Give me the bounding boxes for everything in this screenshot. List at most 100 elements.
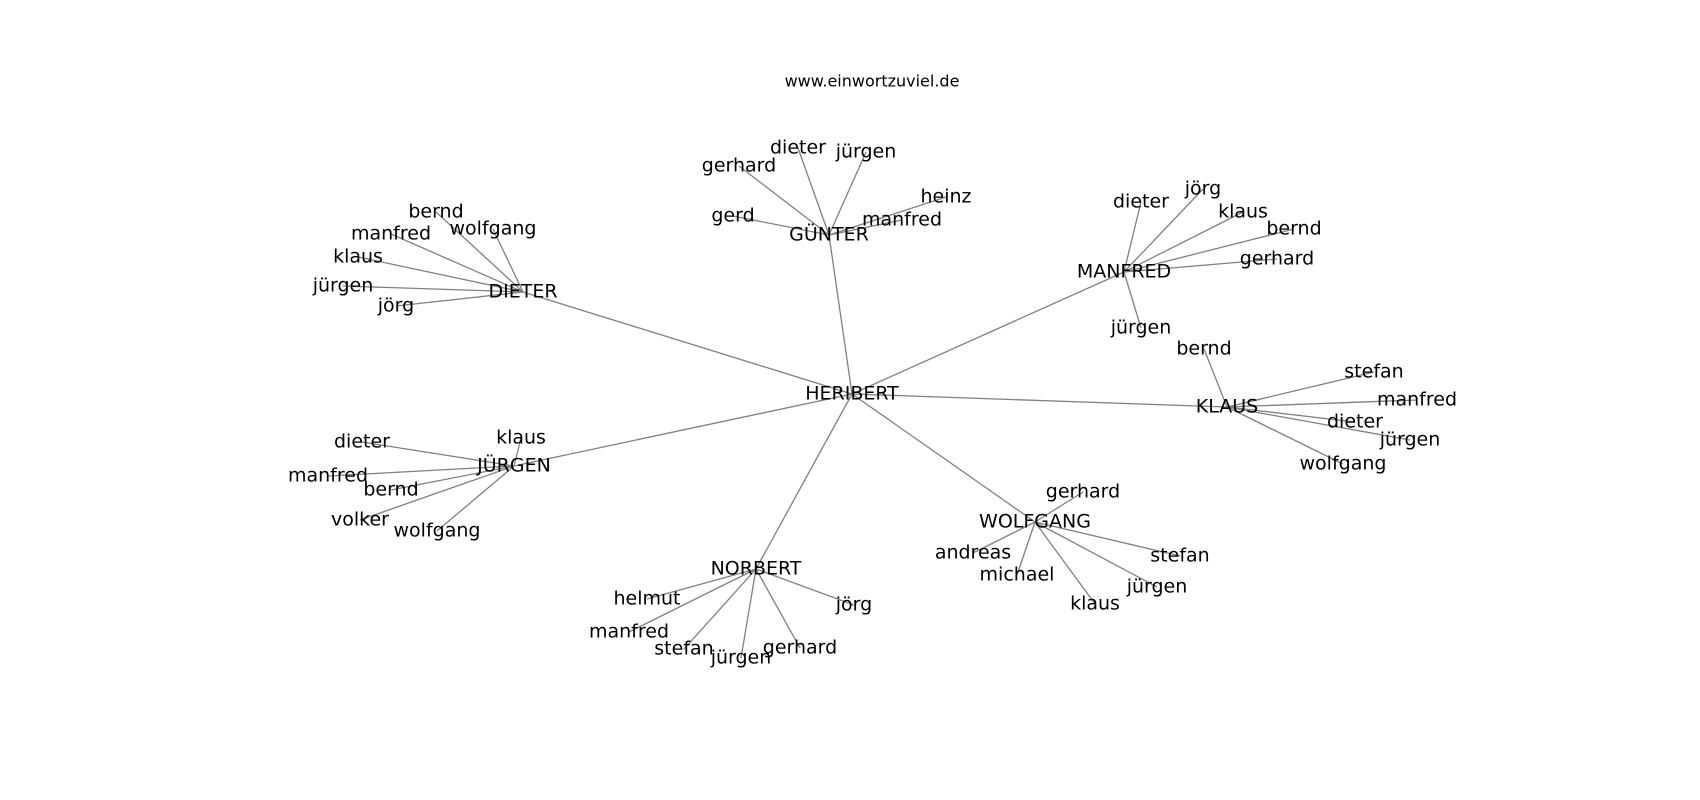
leaf-node-guenter-manfred: manfred xyxy=(862,209,942,231)
edge-wolfgang-juergen xyxy=(1034,521,1158,588)
leaf-node-wolfgang-klaus: klaus xyxy=(1070,593,1120,615)
leaf-node-guenter-gerhard: gerhard xyxy=(702,155,776,177)
edge-juergen-dieter xyxy=(361,441,515,467)
edge-root-manfred xyxy=(851,271,1125,395)
leaf-node-manfred-dieter: dieter xyxy=(1113,191,1169,213)
leaf-node-guenter-dieter: dieter xyxy=(770,137,826,159)
leaf-node-klaus-bernd: bernd xyxy=(1176,338,1231,360)
edge-norbert-stefan xyxy=(683,568,757,650)
edge-root-juergen xyxy=(513,393,853,467)
leaf-node-juergen-manfred: manfred xyxy=(288,465,368,487)
edge-klaus-juergen xyxy=(1226,406,1411,441)
edge-guenter-gerhard xyxy=(738,165,830,236)
edge-dieter-manfred xyxy=(390,233,524,293)
leaf-node-manfred-joerg: jörg xyxy=(1184,178,1221,200)
root-node-heribert: HERIBERT xyxy=(805,383,899,405)
edge-dieter-juergen xyxy=(342,285,524,293)
edge-guenter-heinz xyxy=(828,196,947,236)
edge-klaus-dieter xyxy=(1226,406,1356,423)
leaf-node-klaus-juergen: jürgen xyxy=(1379,429,1441,451)
leaf-node-wolfgang-andreas: andreas xyxy=(935,542,1011,564)
edge-klaus-manfred xyxy=(1226,399,1418,408)
edge-wolfgang-klaus xyxy=(1034,521,1096,605)
leaf-node-klaus-manfred: manfred xyxy=(1377,389,1457,411)
edge-dieter-joerg xyxy=(395,291,524,307)
hub-node-juergen: JÜRGEN xyxy=(476,454,551,477)
edge-root-klaus xyxy=(851,393,1228,408)
leaf-node-norbert-helmut: helmut xyxy=(613,588,680,610)
leaf-node-guenter-gerd: gerd xyxy=(711,205,754,227)
edge-klaus-stefan xyxy=(1226,371,1375,408)
edge-wolfgang-gerhard xyxy=(1034,491,1084,523)
edge-wolfgang-andreas xyxy=(972,521,1036,554)
edge-juergen-wolfgang xyxy=(436,465,515,532)
website-caption: www.einwortzuviel.de xyxy=(785,72,960,91)
hub-node-norbert: NORBERT xyxy=(711,558,802,580)
edge-guenter-dieter xyxy=(797,147,830,236)
leaf-node-norbert-joerg: jörg xyxy=(835,594,872,616)
edge-manfred-gerhard xyxy=(1123,258,1278,273)
edge-guenter-juergen xyxy=(828,151,867,236)
leaf-node-wolfgang-juergen: jürgen xyxy=(1126,576,1188,598)
edge-wolfgang-stefan xyxy=(1034,521,1181,557)
edge-klaus-wolfgang xyxy=(1226,406,1344,465)
leaf-node-dieter-manfred: manfred xyxy=(351,223,431,245)
edge-manfred-joerg xyxy=(1123,188,1204,273)
edge-root-norbert xyxy=(755,393,853,570)
leaf-node-wolfgang-stefan: stefan xyxy=(1150,545,1209,567)
edge-juergen-bernd xyxy=(390,465,515,491)
edge-juergen-volker xyxy=(359,465,515,521)
edge-juergen-klaus xyxy=(513,437,522,467)
edge-klaus-bernd xyxy=(1203,348,1228,408)
edge-manfred-klaus xyxy=(1123,211,1244,273)
edge-root-dieter xyxy=(522,291,853,395)
edge-manfred-bernd xyxy=(1123,228,1295,273)
leaf-node-norbert-gerhard: gerhard xyxy=(763,637,837,659)
leaf-node-dieter-bernd: bernd xyxy=(408,201,463,223)
hub-node-guenter: GÜNTER xyxy=(789,223,869,246)
edge-norbert-helmut xyxy=(646,568,757,600)
leaf-node-wolfgang-gerhard: gerhard xyxy=(1046,481,1120,503)
edge-wolfgang-michael xyxy=(1016,521,1036,576)
edge-norbert-gerhard xyxy=(755,568,801,649)
leaf-node-wolfgang-michael: michael xyxy=(980,564,1055,586)
leaf-node-guenter-juergen: jürgen xyxy=(835,141,897,163)
leaf-node-manfred-bernd: bernd xyxy=(1266,218,1321,240)
leaf-node-juergen-bernd: bernd xyxy=(363,479,418,501)
leaf-node-norbert-stefan: stefan xyxy=(654,638,713,660)
graph-node-labels: berndwolfgangmanfredklausjürgenjörgDIETE… xyxy=(288,137,1457,669)
hub-node-manfred: MANFRED xyxy=(1077,261,1171,283)
leaf-node-dieter-joerg: jörg xyxy=(377,295,414,317)
graph-edges xyxy=(327,147,1418,659)
leaf-node-dieter-klaus: klaus xyxy=(333,246,383,268)
edge-manfred-dieter xyxy=(1123,201,1142,273)
hub-node-klaus: KLAUS xyxy=(1196,396,1258,418)
edge-guenter-gerd xyxy=(732,215,830,236)
leaf-node-klaus-dieter: dieter xyxy=(1327,411,1383,433)
leaf-node-norbert-juergen: jürgen xyxy=(710,647,772,669)
leaf-node-juergen-dieter: dieter xyxy=(334,431,390,453)
leaf-node-manfred-juergen: jürgen xyxy=(1110,317,1172,339)
edge-norbert-manfred xyxy=(628,568,757,633)
edge-root-guenter xyxy=(828,234,853,395)
leaf-node-norbert-manfred: manfred xyxy=(589,621,669,643)
edge-norbert-juergen xyxy=(740,568,757,659)
leaf-node-guenter-heinz: heinz xyxy=(920,186,971,208)
leaf-node-manfred-gerhard: gerhard xyxy=(1240,248,1314,270)
edge-norbert-joerg xyxy=(755,568,855,606)
edge-juergen-manfred xyxy=(327,465,515,477)
hub-node-dieter: DIETER xyxy=(488,281,557,303)
leaf-node-manfred-klaus: klaus xyxy=(1218,201,1268,223)
leaf-node-dieter-juergen: jürgen xyxy=(312,275,374,297)
edge-dieter-bernd xyxy=(435,211,524,293)
edge-guenter-manfred xyxy=(828,219,903,236)
leaf-node-klaus-wolfgang: wolfgang xyxy=(1300,453,1387,475)
leaf-node-juergen-klaus: klaus xyxy=(496,427,546,449)
edge-dieter-wolfgang xyxy=(492,228,524,293)
edge-manfred-juergen xyxy=(1123,271,1142,329)
leaf-node-klaus-stefan: stefan xyxy=(1344,361,1403,383)
leaf-node-juergen-wolfgang: wolfgang xyxy=(394,520,481,542)
edge-root-wolfgang xyxy=(851,393,1036,523)
leaf-node-dieter-wolfgang: wolfgang xyxy=(450,218,537,240)
